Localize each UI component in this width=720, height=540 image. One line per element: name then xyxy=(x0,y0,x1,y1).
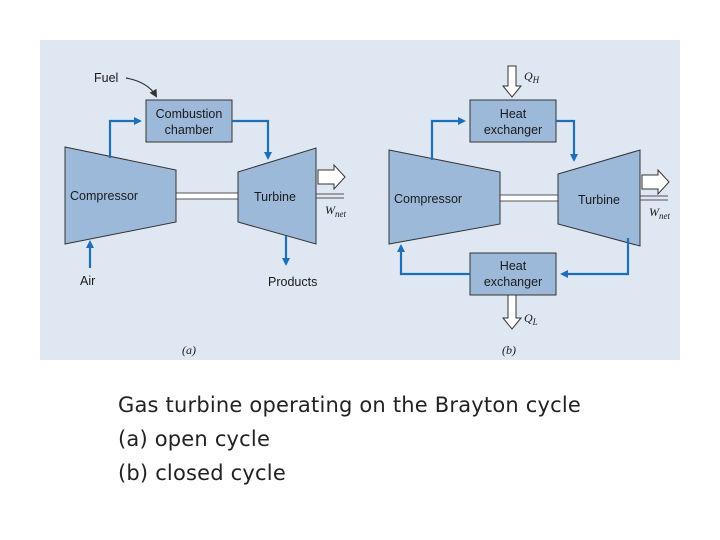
flow-hx-bottom-to-compressor xyxy=(397,244,470,276)
fuel-label: Fuel xyxy=(94,71,118,85)
figure-caption: Gas turbine operating on the Brayton cyc… xyxy=(118,388,581,490)
caption-line-a: (a) open cycle xyxy=(118,427,271,451)
w-net-label-b: Wnet xyxy=(649,205,670,221)
work-arrow-b xyxy=(641,168,670,196)
heat-exchanger-bottom xyxy=(469,252,557,296)
turbine-b xyxy=(557,149,641,247)
flow-combustor-to-turbine xyxy=(232,119,272,160)
hx-top-label-line2: exchanger xyxy=(484,123,542,137)
combustion-label-line1: Combustion xyxy=(156,107,223,121)
caption-title: Gas turbine operating on the Brayton cyc… xyxy=(118,393,582,417)
combustion-label-line2: chamber xyxy=(165,123,214,137)
heat-exchanger-top xyxy=(469,99,557,143)
diagram-b: QH Heat exchanger Compressor Turbine Wne… xyxy=(388,65,670,357)
compressor-b xyxy=(388,149,501,245)
turbine-label-b: Turbine xyxy=(578,193,620,207)
q-h-label: QH xyxy=(524,69,540,85)
diagram-a: Fuel Combustion chamber Compressor Turbi… xyxy=(64,71,346,357)
flow-turbine-to-hx-bottom xyxy=(560,238,630,278)
shaft-b xyxy=(499,194,559,202)
q-l-arrow xyxy=(501,294,523,330)
flow-hx-top-to-turbine xyxy=(556,119,578,162)
compressor-label-a: Compressor xyxy=(70,189,138,203)
products-label: Products xyxy=(268,275,317,289)
work-arrow-a xyxy=(317,163,346,191)
shaft-a xyxy=(175,192,239,200)
hx-bottom-label-line1: Heat xyxy=(500,259,527,273)
w-net-label-a: Wnet xyxy=(325,203,346,219)
q-l-label: QL xyxy=(524,311,538,327)
hx-bottom-label-line2: exchanger xyxy=(484,275,542,289)
caption-line-b: (b) closed cycle xyxy=(118,461,286,485)
air-label: Air xyxy=(80,274,95,288)
hx-top-label-line1: Heat xyxy=(500,107,527,121)
tag-a: (a) xyxy=(182,343,196,357)
turbine-a xyxy=(237,147,317,245)
compressor-label-b: Compressor xyxy=(394,192,462,206)
q-h-arrow xyxy=(501,65,523,98)
turbine-label-a: Turbine xyxy=(254,190,296,204)
flow-compressor-to-hx-top xyxy=(430,117,466,160)
fuel-leader xyxy=(125,77,157,98)
flow-compressor-to-combustor xyxy=(108,117,142,158)
compressor-a xyxy=(64,146,177,245)
tag-b: (b) xyxy=(502,343,516,357)
